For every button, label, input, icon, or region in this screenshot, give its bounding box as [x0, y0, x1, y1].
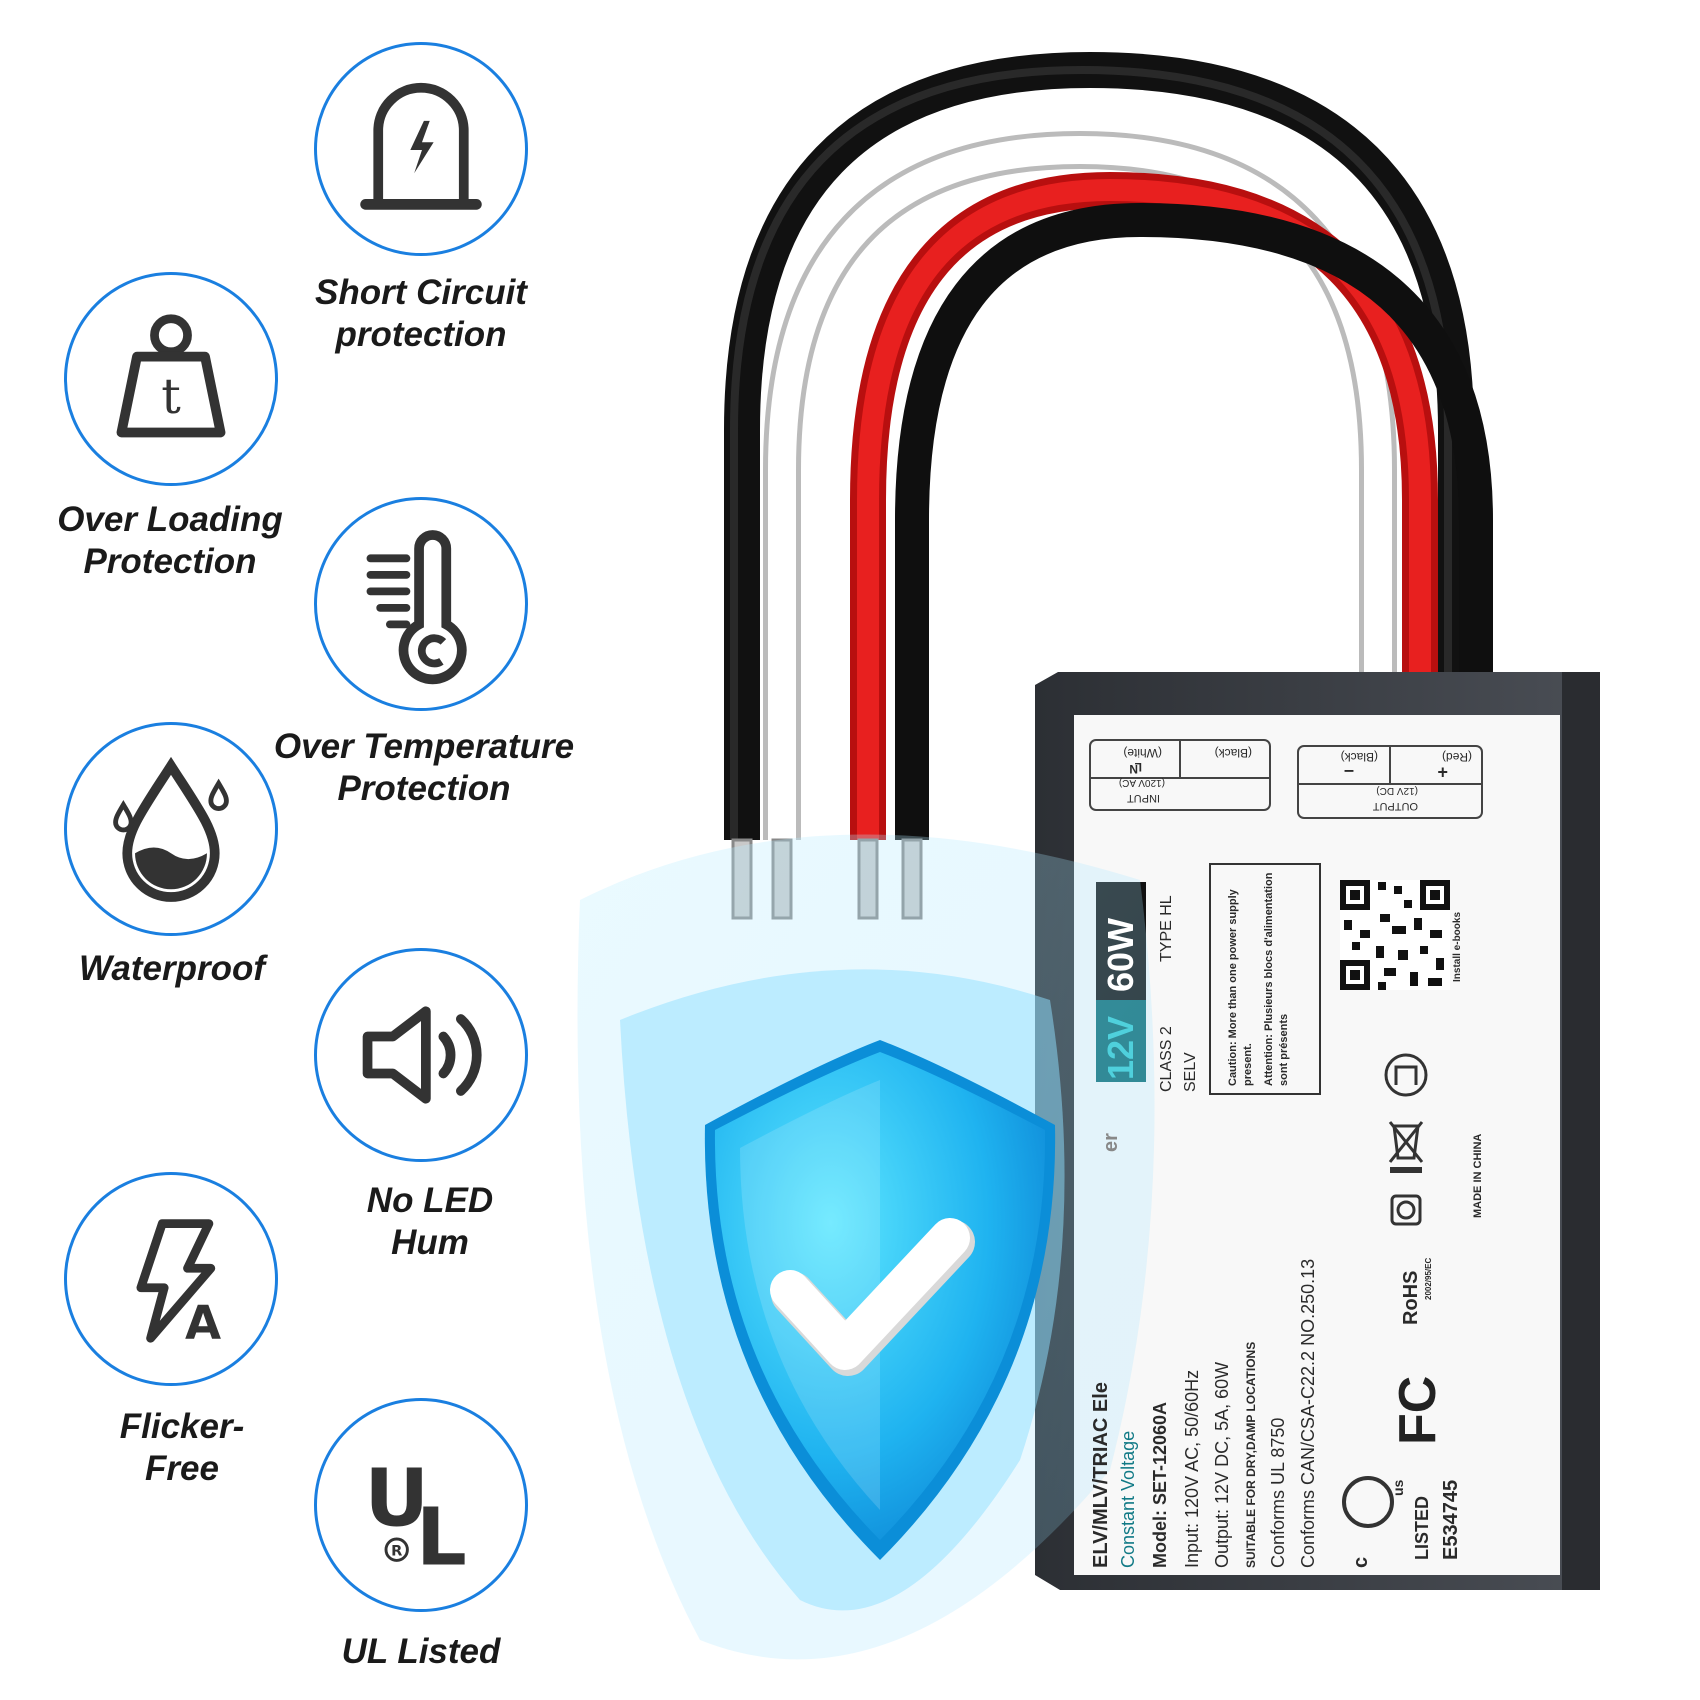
svg-text:A: A — [185, 1296, 221, 1350]
output-sub: (12V DC) — [1376, 785, 1418, 796]
side-fragment: er — [1100, 1133, 1122, 1152]
input-n-marker: N — [1129, 762, 1138, 776]
svg-text:R: R — [391, 1543, 402, 1560]
output-spec: Output: 12V DC, 5A, 60W — [1212, 1361, 1232, 1568]
wire-red — [850, 171, 1438, 840]
input-title: INPUT — [1127, 792, 1160, 804]
output-minus: – — [1343, 762, 1354, 782]
speaker-icon — [362, 1006, 482, 1104]
svg-text:L: L — [416, 1490, 467, 1583]
output-minus-color: (Black) — [1340, 750, 1378, 764]
ul-logo-icon: U L R — [364, 1451, 467, 1583]
flicker-free-icon: A — [136, 1219, 221, 1350]
rohs-sub: 2002/95/EC — [1424, 1257, 1433, 1300]
ul-cert-number: E534745 — [1440, 1479, 1462, 1560]
wire-black-inner — [895, 202, 1493, 840]
wire-white — [763, 130, 1397, 840]
short-circuit-label: Short Circuit protection — [315, 273, 527, 354]
ul-cert-listed: LISTED — [1412, 1495, 1432, 1560]
svg-text:t: t — [161, 369, 181, 425]
product-title: ELV/MLV/TRIAC Ele — [1090, 1382, 1112, 1568]
driver-housing — [1035, 672, 1600, 1590]
ul-listed-circle: U L R — [314, 1398, 528, 1612]
caution-fr: Attention: Plusieurs blocs d'alimentatio… — [1263, 872, 1290, 1086]
ul-cert-c: c — [1350, 1556, 1372, 1568]
waterproof-circle — [64, 722, 278, 936]
conforms-ul: Conforms UL 8750 — [1268, 1417, 1288, 1568]
voltage-badge: 12V — [1100, 1015, 1141, 1080]
made-in: MADE IN CHINA — [1472, 1133, 1484, 1218]
input-l-color: (Black) — [1214, 746, 1252, 760]
class-text: CLASS 2 — [1158, 1026, 1175, 1092]
over-temperature-label: Over Temperature Protection — [273, 727, 575, 808]
ul-cert-us: us — [1390, 1479, 1406, 1496]
flicker-free-circle: A — [64, 1172, 278, 1386]
input-sub: (120V AC) — [1118, 777, 1165, 788]
type-text: TYPE HL — [1158, 895, 1175, 962]
weight-icon: t — [116, 314, 226, 438]
model-text: Model: SET-12060A — [1150, 1401, 1170, 1568]
watt-badge: 60W — [1100, 917, 1141, 992]
constant-voltage: Constant Voltage — [1118, 1430, 1138, 1568]
conforms-csa: Conforms CAN/CSA-C22.2 NO.250.13 — [1298, 1258, 1318, 1568]
caution-en: Caution: More than one power supply pres… — [1227, 889, 1254, 1086]
short-circuit-icon — [360, 82, 482, 210]
ul-cert-icon — [1342, 1476, 1394, 1528]
svg-text:U: U — [364, 1451, 429, 1544]
over-loading-label: Over Loading Protection — [57, 500, 283, 581]
caution-box — [1209, 863, 1321, 1095]
output-plus: + — [1437, 762, 1448, 782]
water-drop-icon — [113, 756, 229, 902]
over-temperature-circle — [314, 497, 528, 711]
waterproof-label: Waterproof — [78, 949, 266, 988]
flicker-free-label: Flicker- Free — [119, 1407, 245, 1488]
no-led-hum-label: No LED Hum — [366, 1181, 494, 1262]
checkmark-icon — [770, 1218, 970, 1370]
qr-caption: Install e-books — [1452, 911, 1463, 982]
weee-bin-icon — [1388, 1121, 1424, 1173]
fc-mark: FC — [1389, 1375, 1447, 1445]
input-spec: Input: 120V AC, 50/60Hz — [1182, 1369, 1202, 1568]
wire-black-outer — [724, 51, 1474, 840]
no-led-hum-circle — [314, 948, 528, 1162]
output-plus-color: (Red) — [1441, 750, 1472, 764]
dimmer-symbol-icon — [1384, 1053, 1428, 1097]
qr-code — [1340, 880, 1450, 990]
short-circuit-circle — [314, 42, 528, 256]
selv-text: SELV — [1182, 1052, 1199, 1092]
output-title: OUTPUT — [1372, 800, 1418, 812]
over-loading-circle: t — [64, 272, 278, 486]
suitable-text: SUITABLE FOR DRY,DAMP LOCATIONS — [1244, 1341, 1258, 1568]
certification-marks — [1342, 1053, 1428, 1528]
input-n-color: (White) — [1123, 746, 1162, 760]
rohs-mark: RoHS — [1400, 1270, 1422, 1325]
thermometer-icon — [366, 530, 467, 685]
dry-location-icon — [1390, 1194, 1422, 1226]
ul-listed-label: UL Listed — [341, 1632, 501, 1671]
